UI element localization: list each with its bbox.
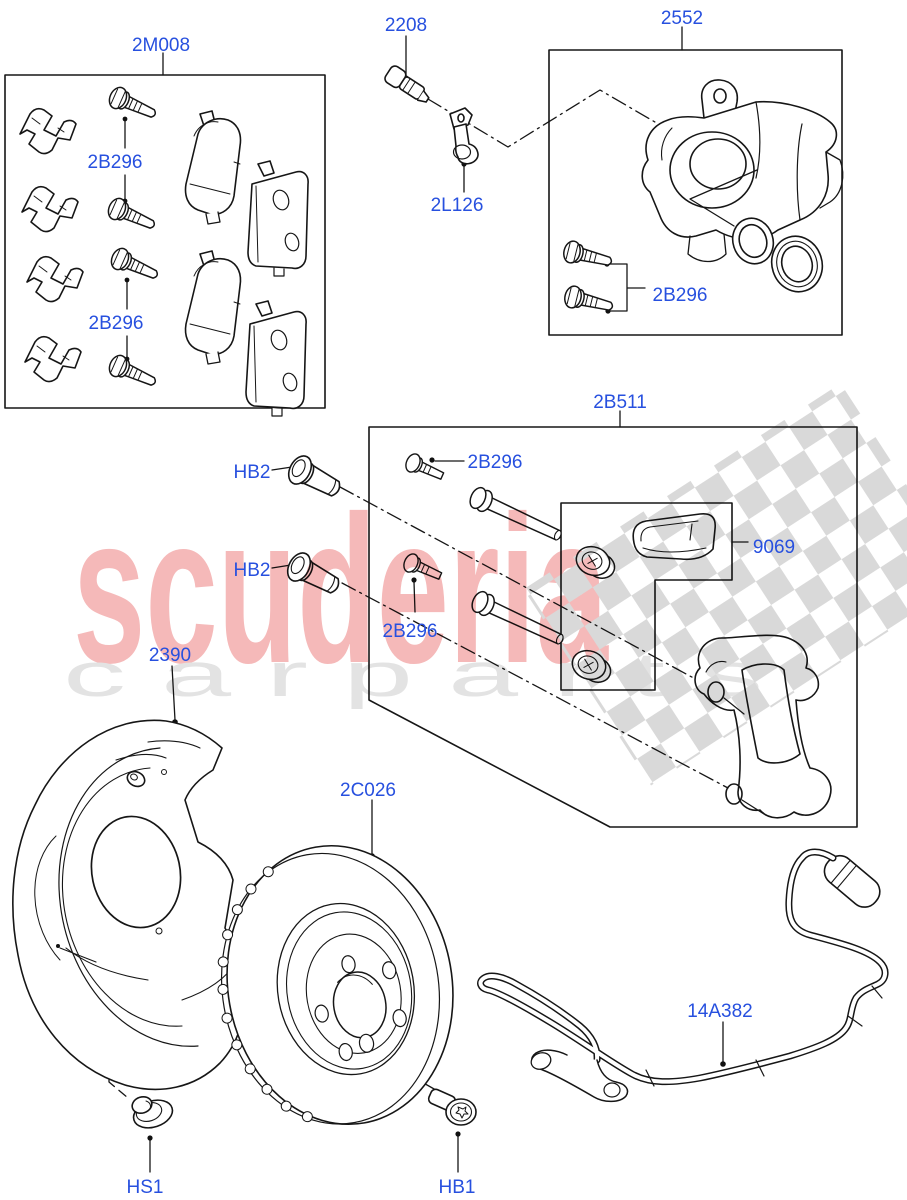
label-guide-bolt-top[interactable]: 2B296 <box>468 452 523 473</box>
caliper-seals <box>731 217 824 293</box>
caliper-art <box>641 79 844 263</box>
watermark-checkered-flag <box>523 383 907 786</box>
label-hb2-bottom[interactable]: HB2 <box>234 560 271 581</box>
dust-shield-art <box>12 719 246 1091</box>
brake-pads <box>184 110 309 417</box>
label-bleed-screw[interactable]: 2208 <box>385 15 427 36</box>
pad-kit-box-outline <box>4 74 326 409</box>
label-grease[interactable]: 9069 <box>753 537 795 558</box>
label-caliper[interactable]: 2552 <box>661 8 703 29</box>
label-pad-bolts-top[interactable]: 2B296 <box>88 152 143 173</box>
bleed-screw-art <box>384 65 430 103</box>
watermark-brand: scuderia <box>73 472 609 707</box>
label-hb1[interactable]: HB1 <box>439 1177 476 1198</box>
bleed-cap-art <box>449 107 479 165</box>
label-pad-kit[interactable]: 2M008 <box>132 35 190 56</box>
label-pad-bolts-bottom[interactable]: 2B296 <box>89 313 144 334</box>
abs-harness-art <box>477 848 889 1103</box>
seal-pointer-lines <box>689 169 758 227</box>
grease-sachet-art <box>632 512 717 561</box>
label-guide-kit[interactable]: 2B511 <box>593 392 647 413</box>
label-hb2-top[interactable]: HB2 <box>234 462 271 483</box>
line-art-layer <box>4 26 889 1173</box>
caliper-bracket-art <box>694 634 832 819</box>
label-guide-bolt-bottom[interactable]: 2B296 <box>383 621 438 642</box>
brake-disc-art <box>217 844 454 1126</box>
label-dust-shield[interactable]: 2390 <box>149 645 191 666</box>
pad-retaining-clips <box>19 107 84 383</box>
pad-kit-bolts <box>104 83 163 394</box>
label-hs1[interactable]: HS1 <box>127 1177 164 1198</box>
caliper-bolts <box>560 238 616 319</box>
label-bleed-cap[interactable]: 2L126 <box>431 195 484 216</box>
caliper-box-outline <box>548 49 843 336</box>
disc-bolt-art <box>427 1088 477 1126</box>
label-abs-harness[interactable]: 14A382 <box>687 1001 753 1022</box>
label-caliper-bolts[interactable]: 2B296 <box>653 285 708 306</box>
label-brake-disc[interactable]: 2C026 <box>340 780 396 801</box>
shield-screw-art <box>131 1095 174 1129</box>
part-labels-layer: 2M008 2B296 2B296 2208 2L126 2552 2B296 … <box>88 8 796 1198</box>
guide-pin-kit <box>282 450 621 687</box>
